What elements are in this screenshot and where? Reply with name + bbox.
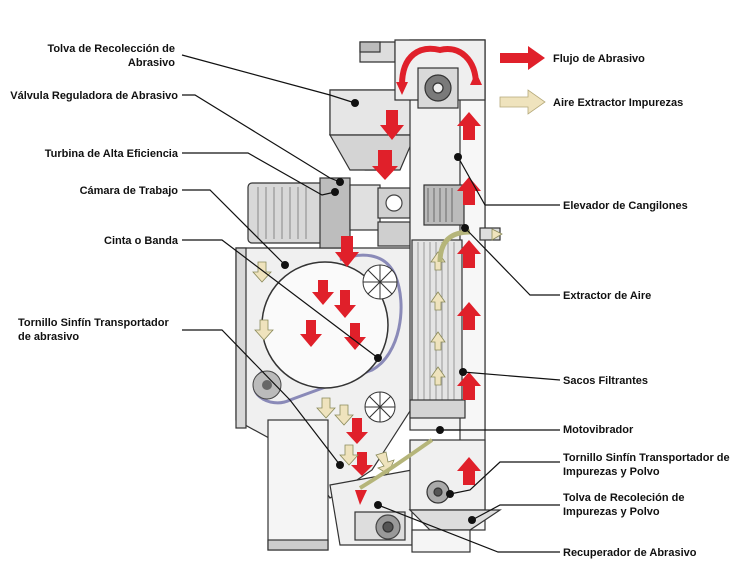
leader-dots [281,99,476,524]
label-tornillo-abrasivo: Tornillo Sinfín Transportador de abrasiv… [18,317,169,343]
drum-and-belt [252,253,403,423]
label-sacos: Sacos Filtrantes [563,375,648,387]
legend-red-arrow [500,46,545,70]
label-turbina: Turbina de Alta Eficiencia [44,148,178,160]
label-tolva-impurezas: Tolva de Recoleción de Impurezas y Polvo [563,492,685,518]
label-recuperador: Recuperador de Abrasivo [563,547,697,559]
label-tolva-recoleccion: Tolva de Recolección de Abrasivo [47,43,175,69]
label-elevador: Elevador de Cangilones [563,200,688,212]
label-motovibrador: Motovibrador [563,424,634,436]
legend-cream-arrow [499,89,546,115]
label-cinta: Cinta o Banda [104,235,178,247]
label-camara: Cámara de Trabajo [79,185,178,197]
air-extractor [423,184,465,226]
legend-abrasive-flow: Flujo de Abrasivo [553,53,645,65]
label-tornillo-impurezas: Tornillo Sinfín Transportador de Impurez… [563,452,730,478]
air-flow-arrows [252,228,503,490]
machine-base [267,419,329,551]
label-extractor: Extractor de Aire [563,290,652,302]
leader-lines [181,54,561,553]
legend-air-extractor: Aire Extractor Impurezas [553,97,684,109]
label-valvula: Válvula Reguladora de Abrasivo [10,90,178,102]
impurity-hopper [408,509,502,531]
abrasive-flow-arrows [300,45,482,505]
